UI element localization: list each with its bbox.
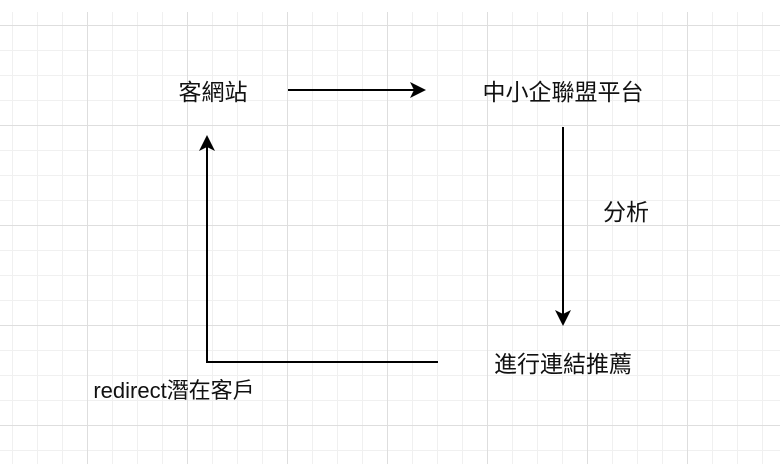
arrowhead-up [199, 135, 215, 151]
node-platform[interactable]: 中小企聯盟平台 [482, 79, 644, 105]
arrowhead-down [555, 310, 571, 326]
arrowhead-right [410, 82, 426, 98]
edge-label-analyze[interactable]: 分析 [603, 199, 649, 225]
diagram-canvas [0, 12, 780, 464]
edge-label-redirect[interactable]: redirect潛在客戶 [93, 378, 255, 403]
arrow-recommend-to-site [206, 146, 438, 363]
node-recommend[interactable]: 進行連結推薦 [494, 351, 632, 377]
node-customer-site[interactable]: 客網站 [178, 79, 248, 105]
